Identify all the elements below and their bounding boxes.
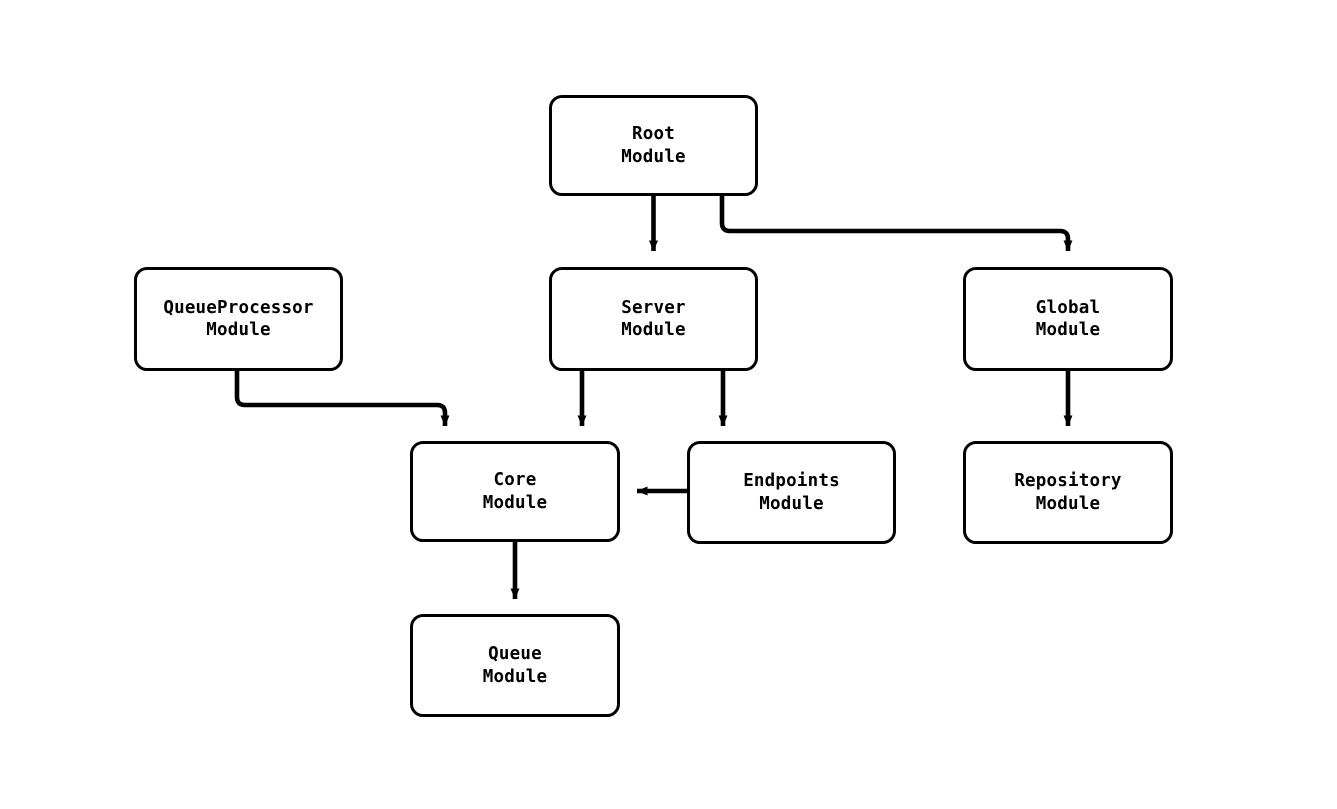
node-global-module[interactable]: Global Module: [963, 267, 1173, 371]
node-endpoints-module[interactable]: Endpoints Module: [687, 441, 896, 544]
node-root-module-label: Root Module: [621, 124, 686, 167]
node-global-module-label: Global Module: [1035, 297, 1101, 341]
node-server-module[interactable]: Server Module: [549, 267, 758, 371]
node-queue-module-label: Queue Module: [482, 644, 548, 687]
edge-root-to-global: [719, 196, 1073, 252]
node-core-module[interactable]: Core Module: [410, 441, 620, 542]
node-repository-module[interactable]: Repository Module: [963, 441, 1173, 544]
node-repository-module-label: Repository Module: [1014, 471, 1122, 514]
node-queueprocessor-module-label: QueueProcessor Module: [163, 297, 314, 341]
node-core-module-label: Core Module: [482, 470, 548, 513]
node-queue-module[interactable]: Queue Module: [410, 614, 620, 717]
node-server-module-label: Server Module: [621, 297, 686, 341]
edge-queueprocessor-to-core: [234, 371, 450, 427]
node-queueprocessor-module[interactable]: QueueProcessor Module: [134, 267, 343, 371]
node-root-module[interactable]: Root Module: [549, 95, 758, 196]
node-endpoints-module-label: Endpoints Module: [743, 471, 840, 514]
